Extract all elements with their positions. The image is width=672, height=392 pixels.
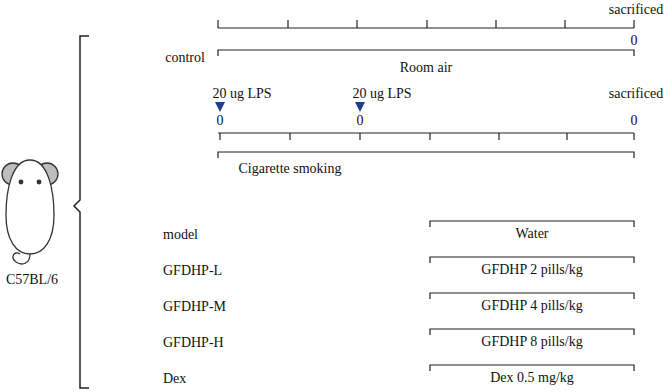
treatment-label: GFDHP 8 pills/kg	[481, 334, 582, 350]
strain-label: C57BL/6	[6, 272, 58, 288]
timeline-ruler	[218, 20, 634, 28]
treatment-label: GFDHP 4 pills/kg	[481, 298, 582, 314]
time-label: sacrificed	[609, 86, 663, 102]
group-brace	[74, 36, 89, 388]
range-bracket	[218, 50, 634, 56]
lps-label: 20 ug LPS	[212, 86, 271, 102]
lps-marker	[355, 102, 365, 112]
group-label: model	[163, 227, 198, 243]
treatment-label: Dex 0.5 mg/kg	[490, 370, 574, 386]
lps-label: 20 ug LPS	[352, 86, 411, 102]
mouse-illustration	[2, 160, 58, 264]
time-label: 0	[631, 113, 638, 129]
group-label: GFDHP-M	[163, 299, 226, 315]
treatment-label: Water	[515, 226, 548, 242]
treatment-label: Cigarette smoking	[238, 161, 341, 177]
time-label: sacrificed	[609, 2, 663, 18]
treatment-label: Room air	[400, 60, 453, 76]
group-label: control	[165, 50, 205, 66]
group-label: GFDHP-H	[163, 335, 224, 351]
group-label: GFDHP-L	[163, 263, 222, 279]
group-label: Dex	[163, 371, 186, 387]
timeline-ruler	[218, 133, 634, 140]
lps-marker	[215, 102, 225, 112]
time-label: 0	[631, 33, 638, 49]
time-label: 0	[357, 113, 364, 129]
treatment-label: GFDHP 2 pills/kg	[481, 262, 582, 278]
range-bracket	[218, 152, 634, 158]
time-label: 0	[217, 113, 224, 129]
